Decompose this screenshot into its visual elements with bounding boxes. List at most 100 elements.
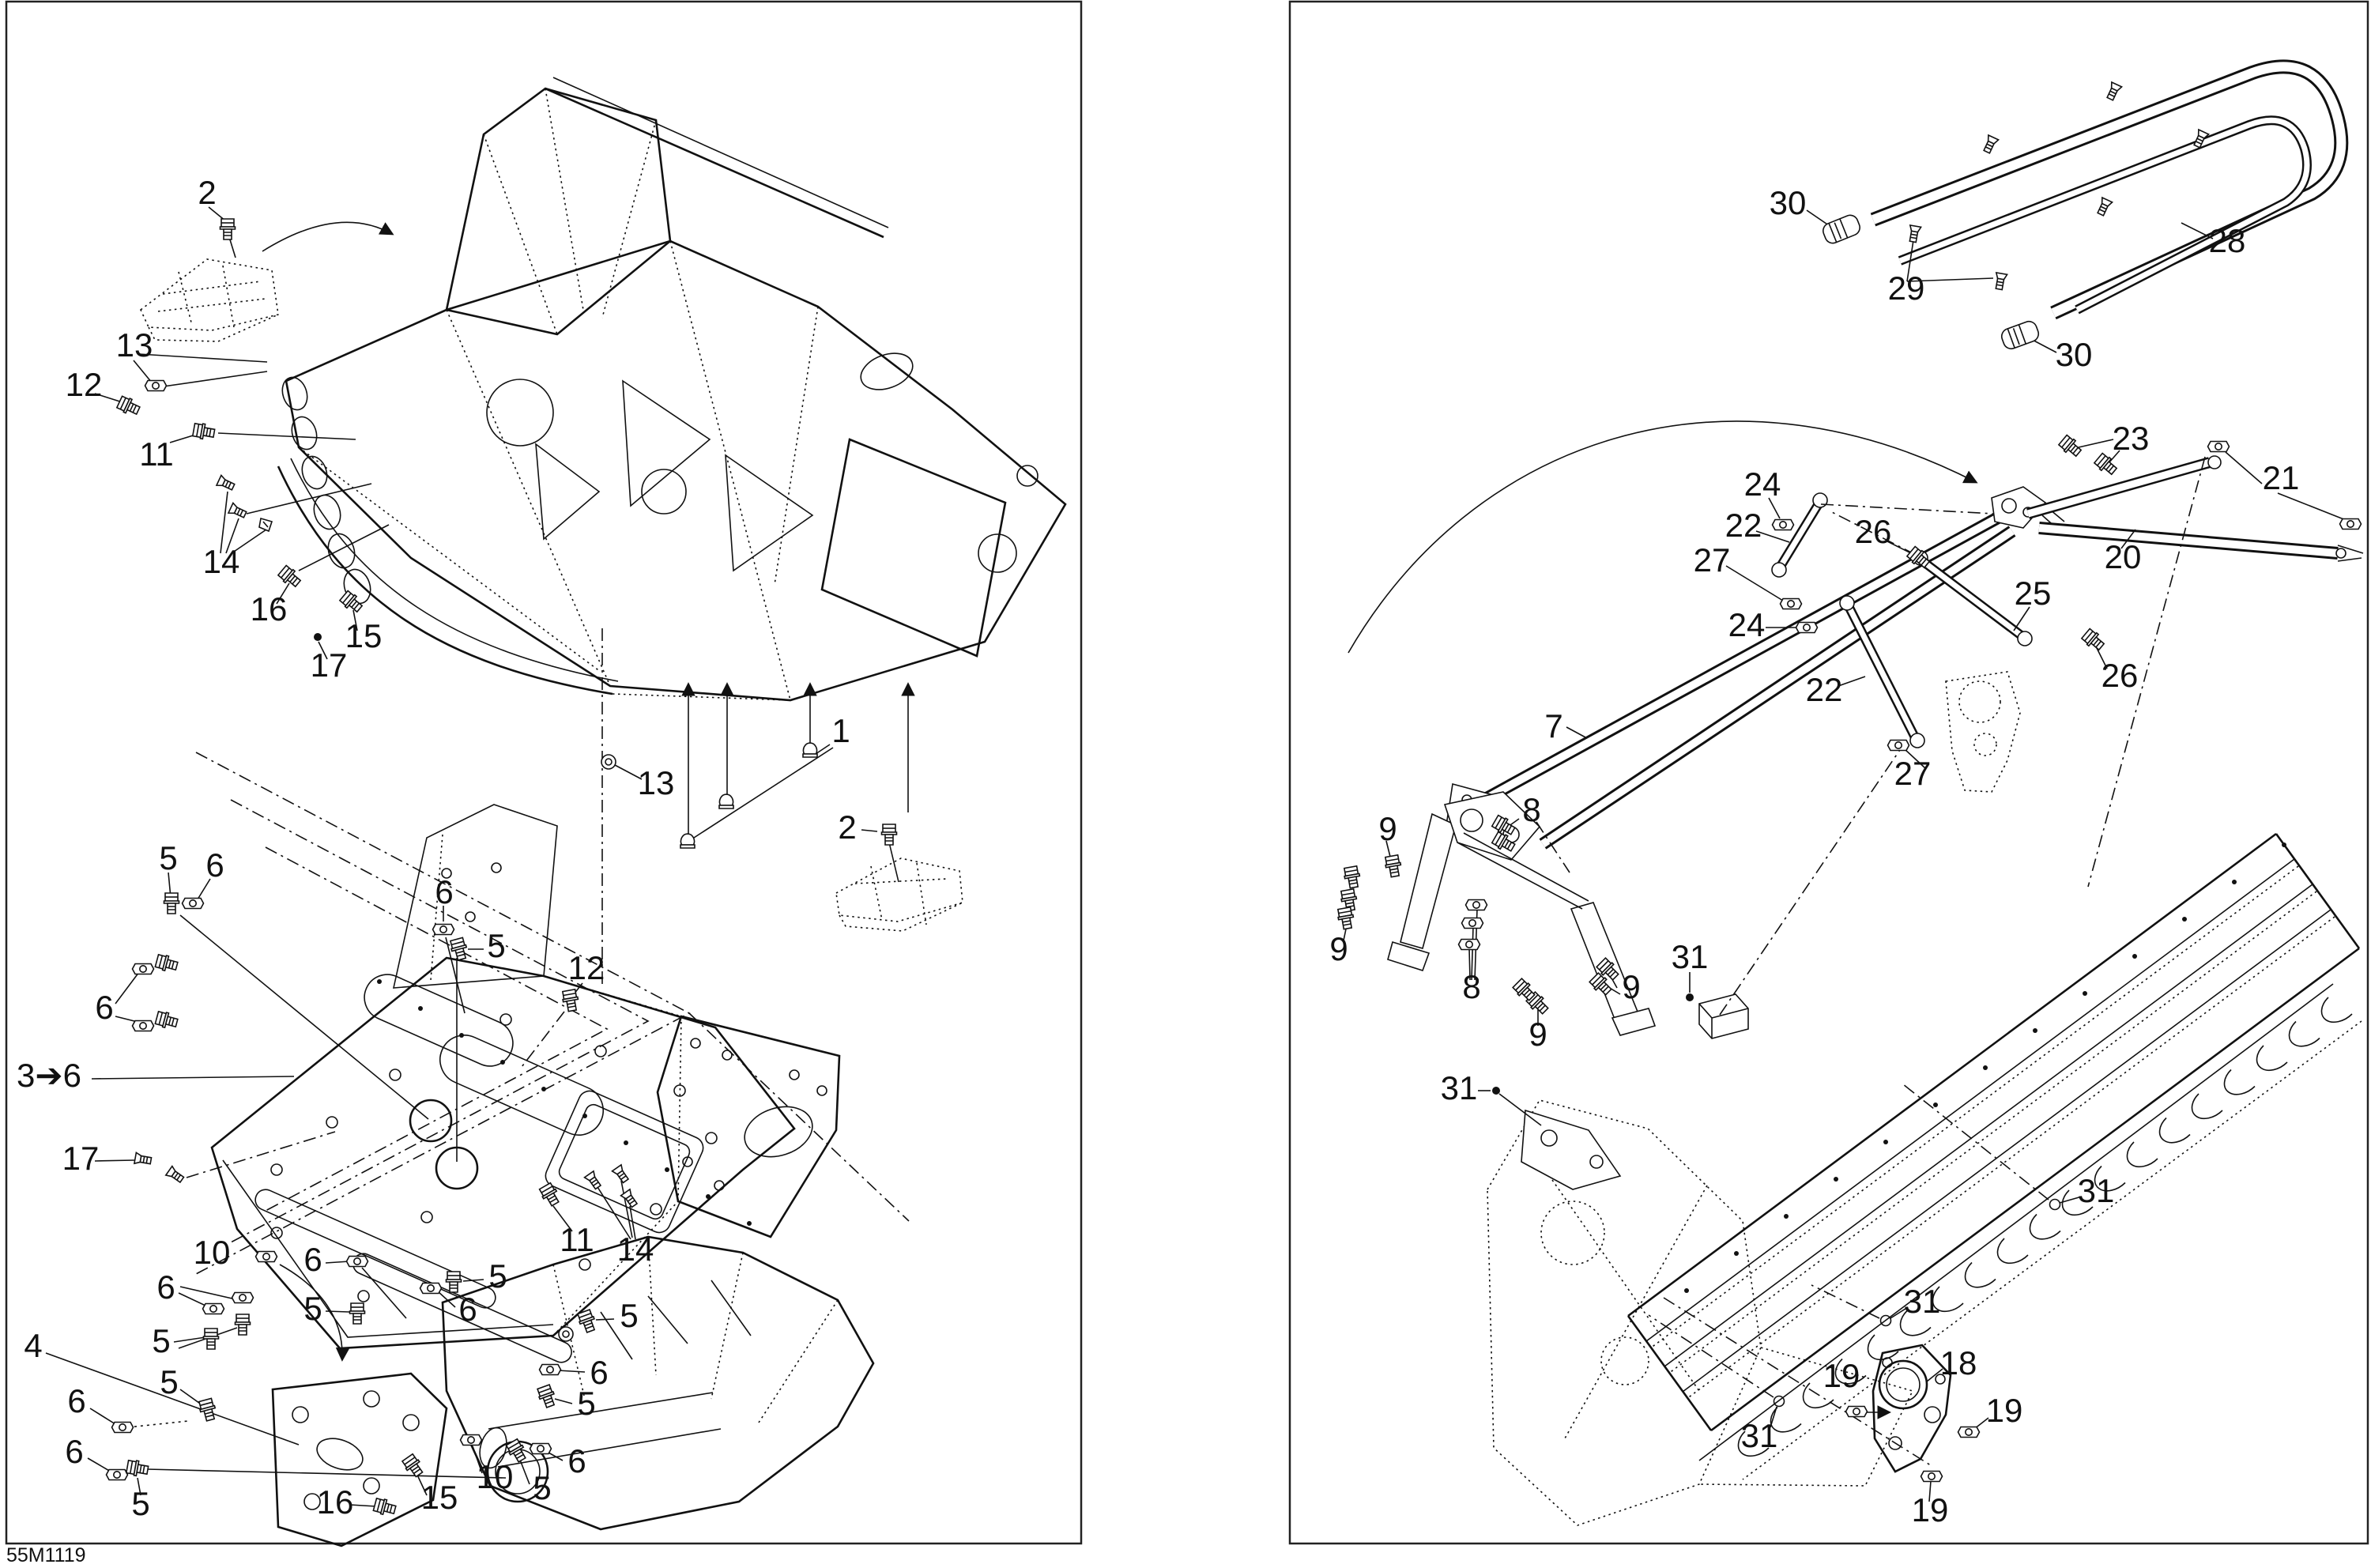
leader-line (1648, 1314, 1774, 1398)
leader-line (2059, 1196, 2083, 1204)
callout-label: 2 (198, 174, 216, 211)
leader-line (614, 764, 643, 780)
track-tread-icon (2094, 1165, 2126, 1192)
washer-icon (601, 754, 616, 770)
callout-label: 28 (2209, 222, 2246, 259)
dome-icon (802, 742, 818, 758)
clip-icon (258, 518, 273, 532)
leader-line (45, 1352, 300, 1446)
nut-icon (181, 897, 205, 910)
callout-label: 22 (1806, 671, 1843, 708)
bolt-icon (154, 1009, 179, 1031)
callout-label: 31 (2078, 1172, 2115, 1209)
callout-label: 6 (205, 846, 224, 884)
leader-line (179, 914, 429, 1120)
nut-icon (1845, 1405, 1868, 1418)
track-tread-icon (1834, 1358, 1867, 1385)
leader-line (91, 1076, 295, 1080)
leader-line (1566, 726, 1588, 739)
footrest-plate-top (140, 258, 279, 342)
bolt-icon (880, 824, 898, 846)
leader-line (462, 1279, 484, 1282)
leader-line (437, 1291, 456, 1308)
arrow-icon (262, 221, 394, 252)
leader-line (472, 1446, 483, 1474)
leader-line (137, 1477, 141, 1496)
leader-line (217, 432, 356, 440)
callout-label: 13 (116, 326, 153, 364)
nut-icon (1795, 621, 1819, 634)
callout-label: 29 (1888, 270, 1925, 307)
nut-icon (105, 1468, 129, 1481)
callout-label: 10 (194, 1234, 231, 1271)
leader-line (1663, 1297, 1934, 1468)
rivet-icon (1933, 1102, 1938, 1107)
diamond-outline (195, 628, 910, 1275)
rivet-icon (1883, 1140, 1888, 1144)
rivet-icon (2033, 1028, 2037, 1033)
leader-line (2181, 222, 2214, 239)
nut-icon (144, 379, 168, 392)
spindle-bracket-drawing (1872, 1344, 1952, 1473)
callout-label: 15 (345, 617, 383, 654)
leader-line (1498, 1093, 1542, 1126)
callout-label: 20 (2105, 538, 2142, 575)
leader-line (89, 1408, 116, 1425)
rivet-icon (706, 1194, 711, 1199)
leader-line (361, 1267, 407, 1319)
track-tread-icon (1867, 1334, 1899, 1360)
nut-icon (1771, 518, 1795, 531)
right-panel-border (1288, 0, 2369, 1545)
track-tread-icon (1770, 1406, 1802, 1433)
callout-label: 9 (1622, 968, 1640, 1005)
screw-icon (1981, 134, 2000, 155)
nut-icon (111, 1421, 134, 1434)
bolt-icon (448, 937, 470, 962)
screw-icon (1906, 224, 1922, 243)
leader-line (521, 1011, 565, 1068)
leader-line (554, 1398, 573, 1404)
bolt-icon (154, 952, 179, 974)
callout-label: 19 (1912, 1491, 1949, 1528)
leader-line (1904, 748, 1926, 769)
leader-line (2078, 439, 2114, 448)
rivet-icon (500, 1060, 505, 1065)
bolt-icon (338, 589, 365, 616)
bolt-icon (537, 1182, 563, 1208)
nut-icon (1957, 1426, 1981, 1438)
dot-icon (314, 633, 322, 641)
track-tread-icon (1964, 1261, 1996, 1288)
leader-line (1906, 277, 1994, 282)
callout-label: 5 (577, 1385, 595, 1422)
rivet-icon (2132, 954, 2137, 959)
leader-line (87, 1457, 111, 1472)
leader-line (1838, 676, 1866, 687)
bolt-icon (115, 394, 142, 418)
bolt-icon (349, 1302, 366, 1325)
callout-label: 8 (1462, 968, 1480, 1005)
callout-label: 5 (487, 927, 505, 964)
callout-label: 5 (303, 1290, 322, 1327)
bolt-icon (219, 218, 236, 240)
leader-line (2087, 456, 2206, 888)
leader-line (228, 236, 236, 258)
callout-label: 16 (251, 590, 288, 628)
leader-line (1770, 1406, 1777, 1428)
bolt-icon (125, 1458, 150, 1479)
callout-label: 30 (1770, 184, 1807, 221)
track-tread-icon (2256, 1045, 2288, 1071)
leader-line (597, 1186, 631, 1240)
callout-label: 1 (831, 712, 850, 749)
leader-line (115, 971, 140, 1004)
bolt-icon (560, 988, 581, 1013)
screw-icon (2094, 197, 2113, 217)
nut-icon (131, 1020, 155, 1032)
rivet-icon (665, 1167, 669, 1172)
bolt-icon (277, 564, 303, 590)
screw-icon (216, 474, 236, 493)
track-tread-icon (2126, 1141, 2158, 1167)
callout-label: 24 (1728, 606, 1766, 643)
bolt-icon (575, 1308, 599, 1335)
leader-line (548, 1452, 564, 1461)
